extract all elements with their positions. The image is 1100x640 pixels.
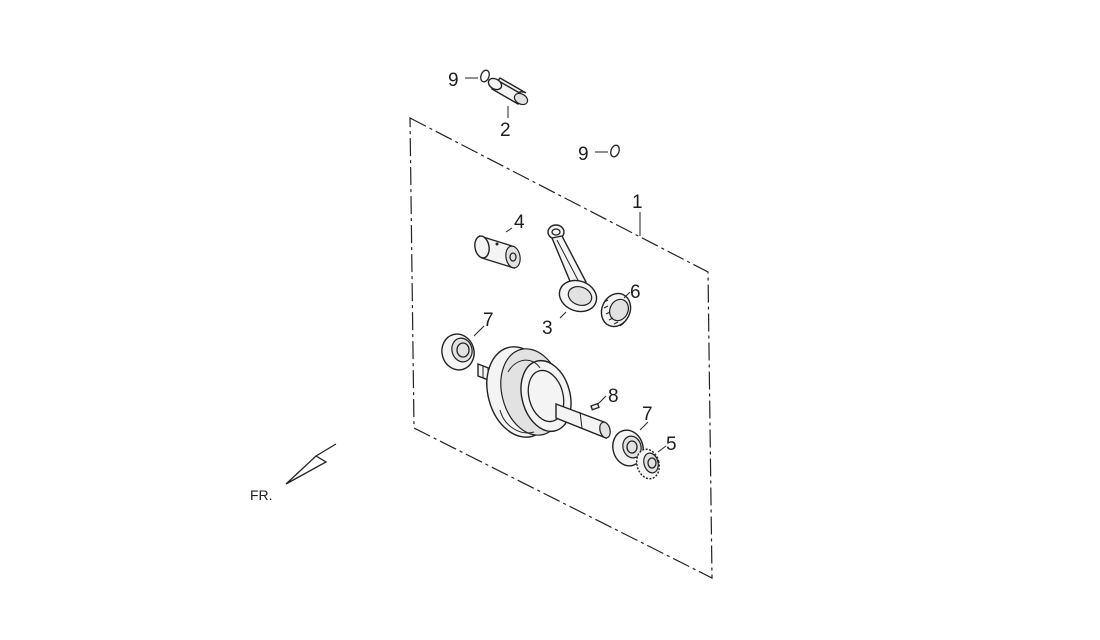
label-1: 1: [632, 192, 643, 213]
part-9-clip-left: [465, 69, 490, 83]
label-9-right: 9: [578, 144, 589, 165]
part-9-clip-right: [595, 144, 620, 158]
label-7-left: 7: [483, 310, 494, 331]
part-3-connecting-rod: [547, 224, 598, 319]
crankshaft-assembly: [477, 346, 611, 440]
part-4-crank-pin: [474, 227, 521, 269]
part-7-bearing-left: [441, 325, 485, 371]
label-5: 5: [666, 434, 677, 455]
label-2: 2: [500, 120, 511, 141]
leader-8: [597, 395, 607, 405]
label-6: 6: [630, 282, 641, 303]
label-8: 8: [608, 386, 619, 407]
front-direction-arrow-icon: [285, 443, 337, 485]
part-2-piston-pin: [487, 77, 529, 118]
label-3: 3: [542, 318, 553, 339]
part-5-timing-gear: [635, 445, 667, 480]
assembly-frame: [409, 117, 713, 579]
label-9-left: 9: [448, 70, 459, 91]
label-4: 4: [514, 212, 525, 233]
front-direction-label: FR.: [250, 487, 273, 503]
part-6-needle-bearing: [600, 291, 632, 328]
part-7-bearing-right: [612, 421, 649, 467]
label-7-right: 7: [642, 404, 653, 425]
